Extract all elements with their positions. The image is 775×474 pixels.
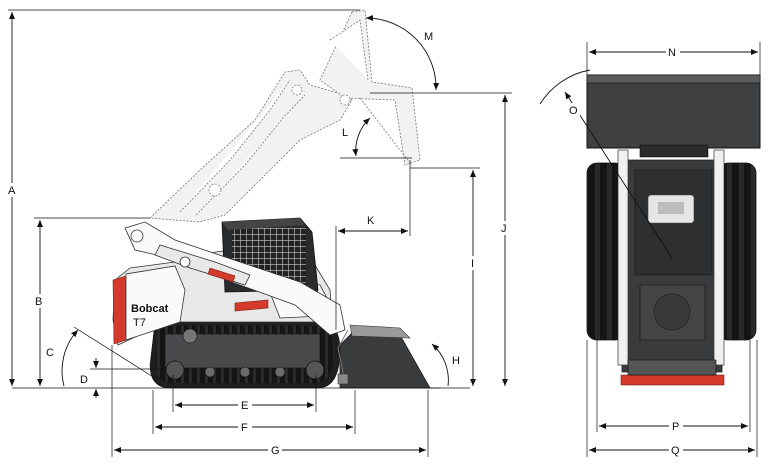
dimension-o: O xyxy=(539,69,673,259)
label-j: J xyxy=(501,223,507,235)
label-i: I xyxy=(471,258,474,270)
label-o: O xyxy=(569,105,578,117)
bucket xyxy=(337,324,431,389)
label-h: H xyxy=(452,355,460,367)
label-a: A xyxy=(8,185,16,197)
label-n: N xyxy=(668,47,676,59)
dimension-b: B xyxy=(33,217,150,386)
dimension-k: K xyxy=(335,160,411,330)
label-p: P xyxy=(672,421,679,433)
front-bucket xyxy=(586,74,761,149)
track-assembly xyxy=(149,321,341,389)
brand-badge-bg xyxy=(127,303,169,313)
dimension-f: F xyxy=(152,390,356,434)
dimension-c: C xyxy=(46,326,159,387)
label-c: C xyxy=(46,347,54,359)
dimension-a: A xyxy=(5,9,360,386)
raised-lift-arm-ghost xyxy=(149,9,421,223)
front-view: N O P Q xyxy=(539,42,761,457)
label-f: F xyxy=(241,422,248,434)
dimension-p: P xyxy=(596,340,751,433)
dimension-m: M xyxy=(365,15,440,91)
dimension-q: Q xyxy=(586,340,758,457)
model-badge-text: T7 xyxy=(133,317,146,329)
dimension-e: E xyxy=(172,375,317,412)
dimension-h: H xyxy=(420,343,470,389)
lift-arm xyxy=(124,221,346,336)
label-k: K xyxy=(367,215,375,227)
dimension-d: D xyxy=(80,358,160,398)
dimension-g: G xyxy=(111,345,429,457)
label-b: B xyxy=(35,296,42,308)
rear-bumper xyxy=(620,374,725,386)
dimension-l: L xyxy=(340,117,412,159)
side-view: Bobcat T7 xyxy=(5,9,512,457)
dimension-n: N xyxy=(586,42,761,75)
label-d: D xyxy=(80,374,88,386)
label-q: Q xyxy=(671,445,680,457)
dimension-i: I xyxy=(410,167,480,386)
brand-logo-text: Bobcat xyxy=(131,303,169,315)
label-l: L xyxy=(342,127,348,139)
dimension-j: J xyxy=(370,92,512,386)
label-m: M xyxy=(424,31,433,43)
label-e: E xyxy=(241,400,248,412)
label-g: G xyxy=(271,445,280,457)
